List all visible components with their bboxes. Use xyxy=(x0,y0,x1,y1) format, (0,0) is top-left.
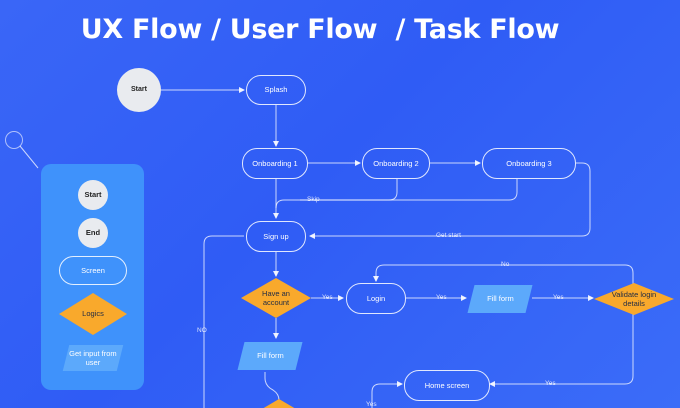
legend-start: Start xyxy=(78,180,108,210)
start-node: Start xyxy=(117,68,161,112)
login-node: Login xyxy=(346,283,406,314)
decorative-line xyxy=(19,145,39,169)
have-account-decision: Have an account xyxy=(240,277,312,319)
page-title: UX Flow / User Flow / Task Flow xyxy=(80,14,560,45)
validate-login-decision: Validate login details xyxy=(594,283,674,315)
splash-node: Splash xyxy=(246,75,306,105)
edge-skip xyxy=(275,179,398,209)
edge-validate-no xyxy=(373,264,634,284)
legend-end: End xyxy=(78,218,108,248)
legend-screen: Screen xyxy=(59,256,127,285)
fill-form-label-1: Fill form xyxy=(486,294,514,304)
edge-label-yes-account: Yes xyxy=(322,294,333,301)
fill-form-label-2: Fill form xyxy=(256,351,284,361)
home-screen-node: Home screen xyxy=(404,370,490,401)
edge-to-home xyxy=(371,381,403,408)
edge-label-get-start: Get start xyxy=(436,232,461,239)
decision-partial xyxy=(262,399,296,408)
have-account-label: Have an account xyxy=(262,288,290,307)
edge-onb3-skip xyxy=(300,179,518,201)
fill-form-input-1: Fill form xyxy=(467,285,533,313)
edge-label-yes-bottom: Yes xyxy=(366,401,377,408)
edge-label-no-top: No xyxy=(501,261,510,268)
legend-panel: Start End Screen Logics Get input from u… xyxy=(41,164,144,390)
onboarding3-node: Onboarding 3 xyxy=(482,148,576,179)
onboarding1-node: Onboarding 1 xyxy=(242,148,308,179)
edge-label-yes-login: Yes xyxy=(436,294,447,301)
edge-get-start xyxy=(309,162,591,239)
edge-label-no-left: NO xyxy=(197,327,207,334)
edge-fillform-next xyxy=(264,372,280,401)
decorative-circle xyxy=(5,131,23,149)
edge-label-yes-validate: Yes xyxy=(545,380,556,387)
edge-label-yes-fill: Yes xyxy=(553,294,564,301)
legend-input: Get input from user xyxy=(62,345,124,371)
edge-label-skip: Skip xyxy=(307,196,320,203)
edge-no-loop xyxy=(203,235,244,408)
signup-node: Sign up xyxy=(246,221,306,252)
fill-form-input-2: Fill form xyxy=(237,342,303,370)
legend-logics-label: Logics xyxy=(82,309,104,319)
validate-login-label: Validate login details xyxy=(611,289,657,308)
legend-input-label: Get input from user xyxy=(69,348,117,367)
legend-logics: Logics xyxy=(58,292,128,336)
edge-validate-home xyxy=(489,313,634,387)
onboarding2-node: Onboarding 2 xyxy=(362,148,430,179)
